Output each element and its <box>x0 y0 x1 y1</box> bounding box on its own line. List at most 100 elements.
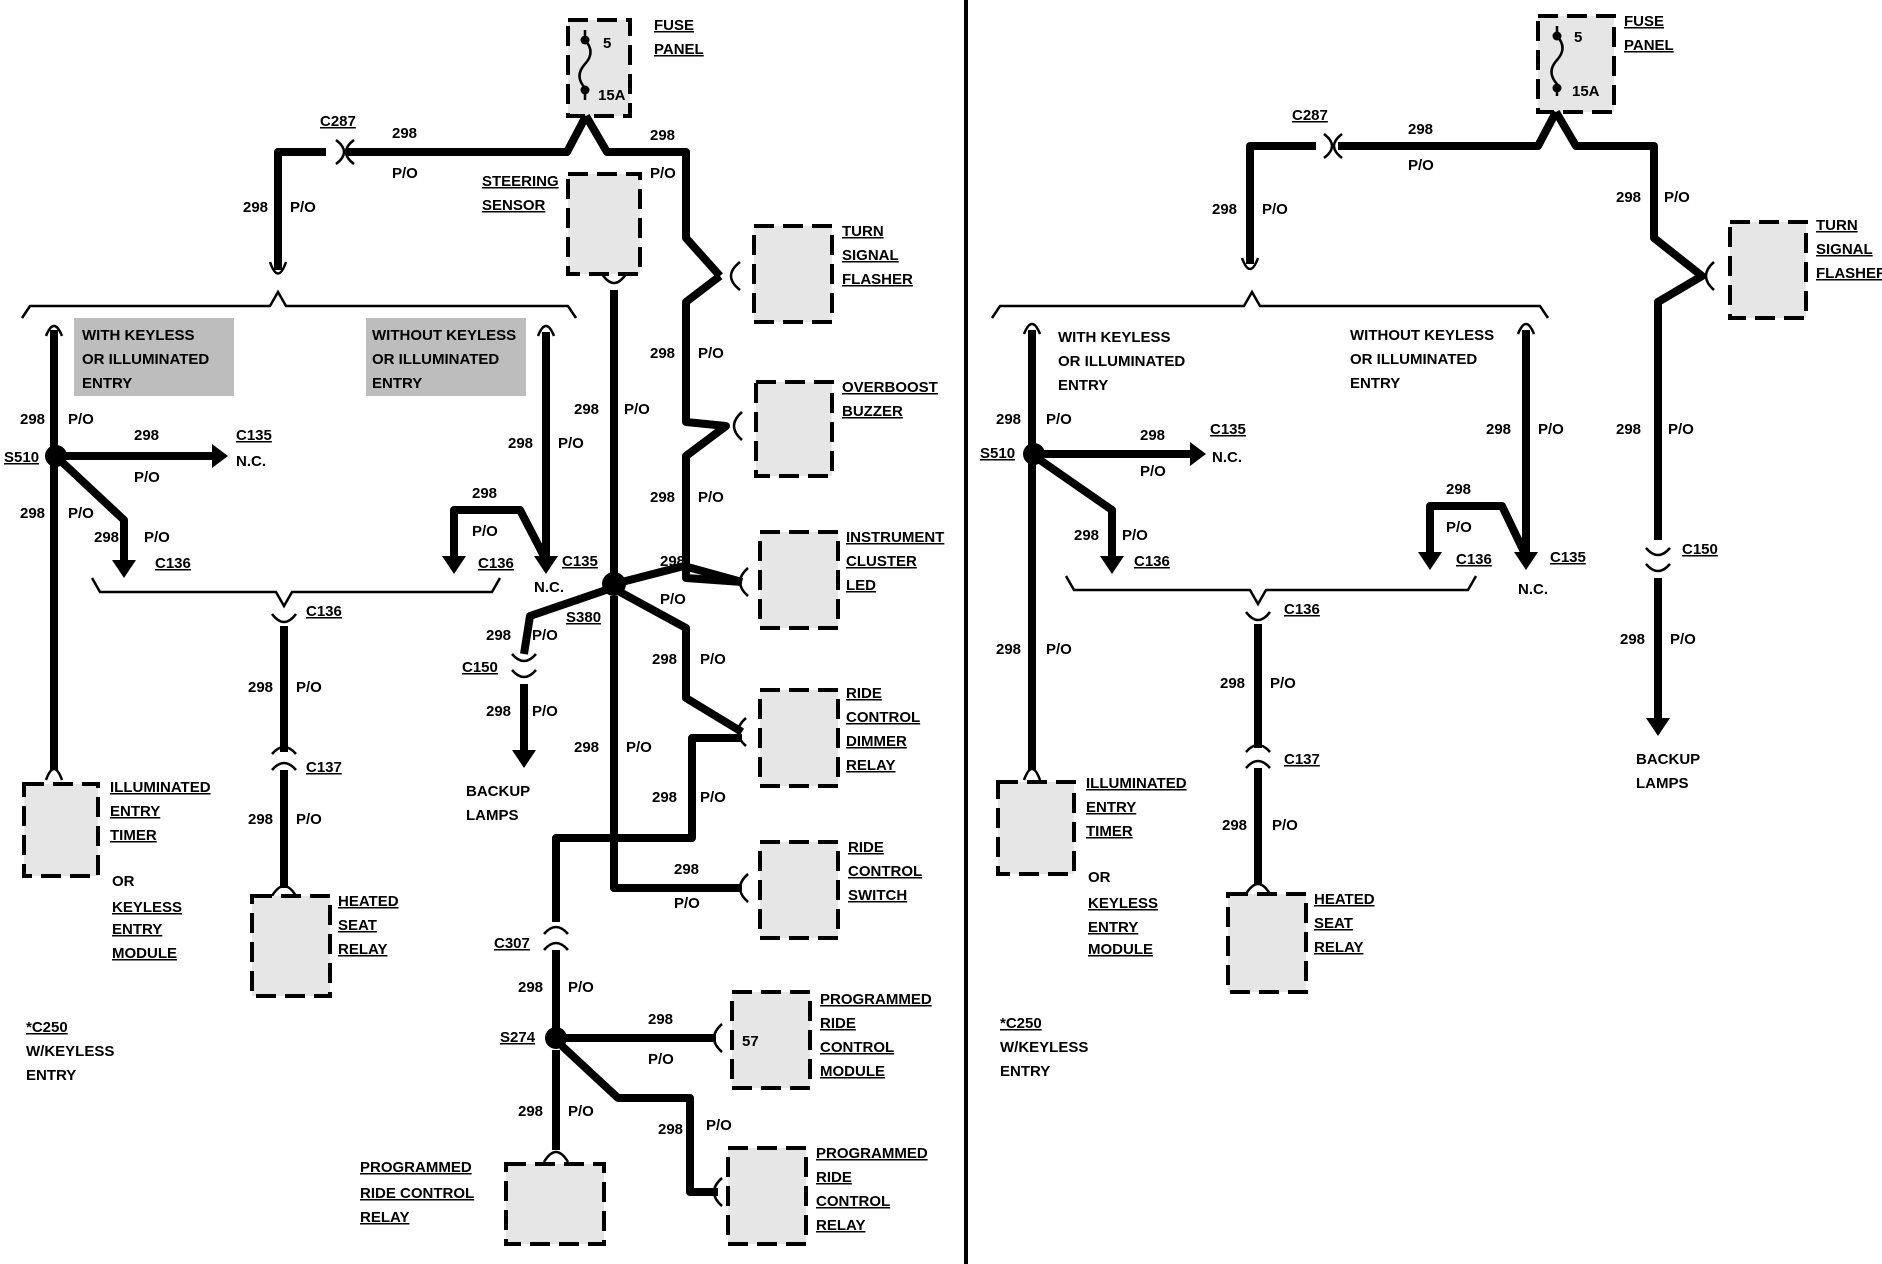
wire-number: 298 <box>1446 481 1471 498</box>
wire-color: P/O <box>568 979 594 996</box>
prog-ride-control-relay-right-label: PROGRAMMED <box>816 1145 928 1162</box>
with-keyless-label: WITH KEYLESS <box>82 327 195 344</box>
connector-fork-icon <box>712 1177 723 1207</box>
connector-fork-icon <box>738 873 749 903</box>
instrument-cluster-led-label: CLUSTER <box>846 553 917 570</box>
instrument-cluster-led-box <box>758 530 840 630</box>
arrow-icon <box>112 560 136 578</box>
wire-298 <box>552 734 742 922</box>
fuse-terminal-bottom-icon <box>1552 83 1562 93</box>
wire-number: 298 <box>486 627 511 644</box>
overboost-buzzer-label: BUZZER <box>842 403 903 420</box>
wire-color: P/O <box>144 529 170 546</box>
arrow-icon <box>512 750 536 768</box>
wire-color: P/O <box>1122 527 1148 544</box>
prog-ride-control-module-label: MODULE <box>820 1063 885 1080</box>
w-keyless-entry-label: ENTRY <box>26 1067 76 1084</box>
prog-ride-control-module-label: CONTROL <box>820 1039 894 1056</box>
wire-number: 298 <box>650 345 675 362</box>
wire-color: P/O <box>472 523 498 540</box>
fuse-terminal-top-icon <box>580 35 590 45</box>
wire-number: 298 <box>94 529 119 546</box>
turn-signal-flasher-label: FLASHER <box>842 271 913 288</box>
wire-number: 298 <box>1616 421 1641 438</box>
wire-color: P/O <box>648 1051 674 1068</box>
wire-color: P/O <box>68 411 94 428</box>
backup-lamps-label: BACKUP <box>466 783 530 800</box>
wire-298 <box>610 596 742 892</box>
c137-connector-icon <box>271 745 297 771</box>
left-panel: 5 15A FUSE PANEL C287 298 P/O 298 P/O 29… <box>4 17 944 1246</box>
arrow-icon <box>1100 556 1124 574</box>
wire-color: P/O <box>698 489 724 506</box>
fuse-amperage: 15A <box>598 87 626 104</box>
instrument-cluster-led-label: LED <box>846 577 876 594</box>
connector-fork-icon <box>712 1023 723 1053</box>
illuminated-entry-timer-or: OR <box>1088 869 1111 886</box>
arrow-icon <box>1418 552 1442 570</box>
wire-number: 298 <box>1222 817 1247 834</box>
c135-label: C135 <box>1550 549 1586 566</box>
wire-number: 298 <box>508 435 533 452</box>
without-keyless-label: ENTRY <box>372 375 422 392</box>
instrument-cluster-led-label: INSTRUMENT <box>846 529 944 546</box>
heated-seat-relay-label: HEATED <box>338 893 399 910</box>
c136-label: C136 <box>155 555 191 572</box>
s380-label: S380 <box>566 609 601 626</box>
w-keyless-entry-label: W/KEYLESS <box>26 1043 114 1060</box>
wire-number: 298 <box>996 411 1021 428</box>
turn-signal-flasher-label: FLASHER <box>1816 265 1882 282</box>
heated-seat-relay-box <box>1226 892 1308 994</box>
wire-number: 298 <box>1212 201 1237 218</box>
prog-ride-control-relay-right-label: CONTROL <box>816 1193 890 1210</box>
fuse-panel-label: FUSE <box>1624 13 1664 30</box>
c150-label: C150 <box>462 659 498 676</box>
wire-number: 298 <box>658 1121 683 1138</box>
c137-label: C137 <box>306 759 342 776</box>
c250-label: *C250 <box>26 1019 68 1036</box>
with-keyless-highlight <box>74 318 234 396</box>
keyless-entry-module-label: MODULE <box>1088 941 1153 958</box>
wire-color: P/O <box>700 789 726 806</box>
wire-number: 298 <box>996 641 1021 658</box>
fuse-icon <box>1550 26 1564 96</box>
fuse-terminal-bottom-icon <box>580 85 590 95</box>
c135-label: C135 <box>1210 421 1246 438</box>
keyless-entry-module-label: KEYLESS <box>112 899 182 916</box>
wire-number: 298 <box>518 1103 543 1120</box>
fuse-panel-box <box>1536 14 1616 114</box>
wire-color: P/O <box>674 895 700 912</box>
wire-color: P/O <box>1668 421 1694 438</box>
wire-298 <box>559 1043 718 1196</box>
prog-ride-control-module-label: PROGRAMMED <box>820 991 932 1008</box>
c307-connector-icon <box>543 925 569 951</box>
c137-label: C137 <box>1284 751 1320 768</box>
wire-number: 298 <box>574 739 599 756</box>
connector-fork-icon <box>736 717 747 747</box>
nc-label: N.C. <box>236 453 266 470</box>
c150-label: C150 <box>1682 541 1718 558</box>
wire-298 <box>682 272 743 586</box>
option-brace <box>990 289 1550 319</box>
ride-control-dimmer-relay-label: RIDE <box>846 685 882 702</box>
wire-color: P/O <box>626 739 652 756</box>
wire-color: P/O <box>1664 189 1690 206</box>
ride-control-switch-label: SWITCH <box>848 887 907 904</box>
option-brace <box>20 289 578 319</box>
prog-ride-control-relay-left-box <box>504 1162 606 1246</box>
wire-color: P/O <box>290 199 316 216</box>
keyless-entry-module-label: ENTRY <box>1088 919 1138 936</box>
c136-brace <box>90 577 502 609</box>
wire-298 <box>1426 502 1530 558</box>
with-keyless-label: OR ILLUMINATED <box>1058 353 1185 370</box>
c136-label: C136 <box>1284 601 1320 618</box>
illuminated-entry-timer-label: ENTRY <box>110 803 160 820</box>
c307-label: C307 <box>494 935 530 952</box>
prog-ride-control-relay-left-label: RIDE CONTROL <box>360 1185 474 1202</box>
wire-color: P/O <box>68 505 94 522</box>
wire-number: 298 <box>486 703 511 720</box>
heated-seat-relay-label: RELAY <box>338 941 387 958</box>
with-keyless-label: OR ILLUMINATED <box>82 351 209 368</box>
arrow-icon <box>1646 718 1670 736</box>
connector-fork-icon <box>268 261 288 275</box>
